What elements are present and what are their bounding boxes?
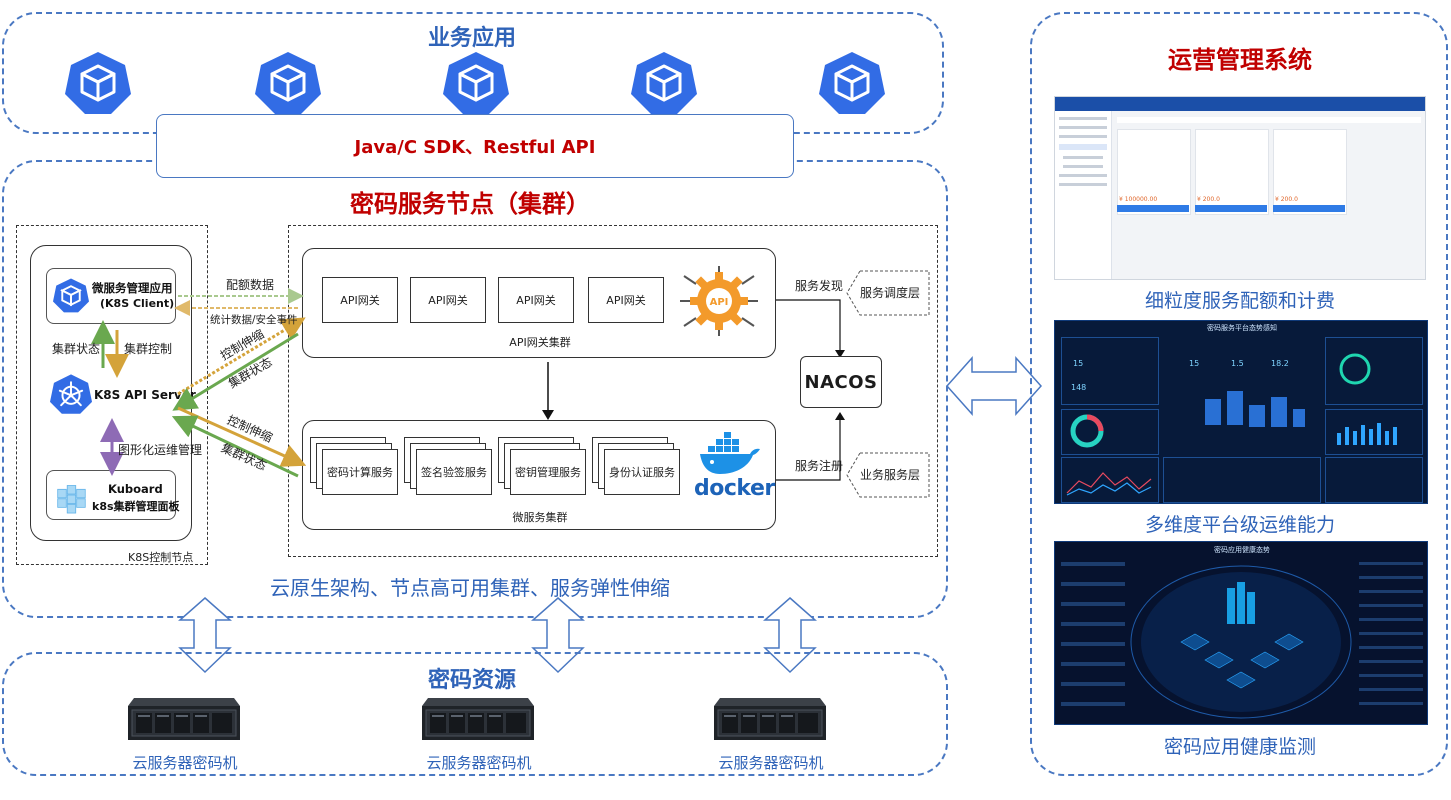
kubernetes-cube-icon [817, 50, 887, 116]
api-gateway-3[interactable]: API网关 [498, 277, 574, 323]
crypto-node-footer: 云原生架构、节点高可用集群、服务弹性伸缩 [270, 576, 670, 600]
api-gateway-cluster-label: API网关集群 [509, 336, 571, 349]
k8s-control-node [16, 225, 208, 565]
cloud-hsm-server-icon [713, 697, 827, 741]
stats-events-label: 统计数据/安全事件 [210, 314, 298, 326]
horizontal-double-arrow [946, 356, 1042, 416]
caption-ops-dashboard: 多维度平台级运维能力 [1144, 514, 1335, 536]
ops-kpi-5: 18.2 [1271, 359, 1289, 368]
caption-health-monitor: 密码应用健康监测 [1163, 736, 1316, 758]
k8s-control-node-label: K8S控制节点 [128, 551, 194, 564]
docker-text: docker [694, 476, 775, 501]
service-discovery-label: 服务发现 [795, 279, 844, 293]
ops-kpi-3: 15 [1189, 359, 1200, 368]
cloud-hsm-label-2: 云服务器密码机 [426, 754, 532, 772]
ops-system-title: 运营管理系统 [1168, 46, 1312, 74]
ops-kpi-2: 148 [1071, 383, 1087, 392]
crypto-resources-title: 密码资源 [427, 668, 516, 693]
kuboard-subtitle: k8s集群管理面板 [92, 500, 180, 513]
docker-whale-icon [700, 432, 760, 474]
microservice-cluster-label: 微服务集群 [512, 511, 568, 524]
cluster-region [288, 225, 938, 557]
quota-price-1: ¥ 100000.00 [1119, 196, 1158, 203]
business-apps-title: 业务应用 [427, 26, 516, 51]
api-gateway-2[interactable]: API网关 [410, 277, 486, 323]
nacos-box[interactable]: NACOS [800, 356, 882, 408]
k8s-api-server-label: K8S API Server [94, 388, 196, 402]
nacos-links [776, 299, 845, 481]
identity-auth-service[interactable]: 身份认证服务 [604, 449, 680, 495]
api-gear-icon: API [680, 266, 758, 336]
service-scheduling-layer-shape [846, 270, 930, 316]
service-scheduling-layer-label: 服务调度层 [860, 286, 921, 300]
ops-system-panel [1030, 12, 1448, 776]
health-monitor-title: 密码应用健康态势 [1214, 546, 1270, 554]
nacos-text: NACOS [804, 371, 878, 393]
business-service-layer-shape [846, 452, 930, 498]
control-node-arrows [91, 320, 129, 476]
cloud-hsm-server-icon [127, 697, 241, 741]
api-gateway-1[interactable]: API网关 [322, 277, 398, 323]
health-monitor-screenshot: 密码应用健康态势 [1054, 541, 1428, 725]
microservice-app-title: 微服务管理应用 [92, 281, 173, 295]
kubernetes-cube-icon [441, 50, 511, 116]
cloud-hsm-label-3: 云服务器密码机 [718, 754, 824, 772]
ops-dashboard-screenshot: 密码服务平台态势感知 15 148 15 1.5 18.2 [1054, 320, 1428, 504]
kuboard-cube-icon [57, 485, 86, 514]
sdk-api-bar: Java/C SDK、Restful API [156, 114, 794, 178]
crypto-node-title: 密码服务节点（集群） [350, 190, 590, 218]
quota-billing-screenshot: ¥ 100000.00 ¥ 200.0 ¥ 200.0 [1054, 96, 1426, 280]
business-service-layer-label: 业务服务层 [860, 468, 921, 482]
cloud-hsm-label-1: 云服务器密码机 [132, 754, 238, 772]
gateway-to-service-arrow [542, 362, 554, 420]
cluster-status-label: 集群状态 [52, 342, 101, 356]
kubernetes-cube-icon [53, 278, 89, 313]
crypto-compute-service[interactable]: 密码计算服务 [322, 449, 398, 495]
server-icons [127, 697, 827, 741]
k8s-cluster-links [171, 288, 307, 478]
service-register-label: 服务注册 [795, 459, 844, 473]
quota-price-2: ¥ 200.0 [1197, 196, 1220, 203]
kubernetes-cube-icon [629, 50, 699, 116]
cloud-hsm-server-icon [421, 697, 535, 741]
sign-verify-service[interactable]: 签名验签服务 [416, 449, 492, 495]
ops-dashboard-title: 密码服务平台态势感知 [1207, 324, 1277, 332]
crypto-resources-panel [2, 652, 948, 776]
cluster-control-label: 集群控制 [124, 342, 173, 356]
gui-ops-label: 图形化运维管理 [118, 443, 203, 457]
ops-kpi-4: 1.5 [1231, 359, 1244, 368]
api-gateway-4[interactable]: API网关 [588, 277, 664, 323]
api-gear-text: API [710, 297, 729, 308]
kuboard-title: Kuboard [108, 482, 163, 496]
caption-quota-billing: 细粒度服务配额和计费 [1144, 290, 1335, 312]
quota-data-label: 配额数据 [226, 278, 275, 292]
quota-price-3: ¥ 200.0 [1275, 196, 1298, 203]
kubernetes-helm-icon [50, 374, 92, 414]
sdk-api-text: Java/C SDK、Restful API [354, 137, 596, 158]
microservice-app-subtitle: (K8S Client) [100, 297, 175, 310]
ops-kpi-1: 15 [1073, 359, 1084, 368]
key-management-service[interactable]: 密钥管理服务 [510, 449, 586, 495]
